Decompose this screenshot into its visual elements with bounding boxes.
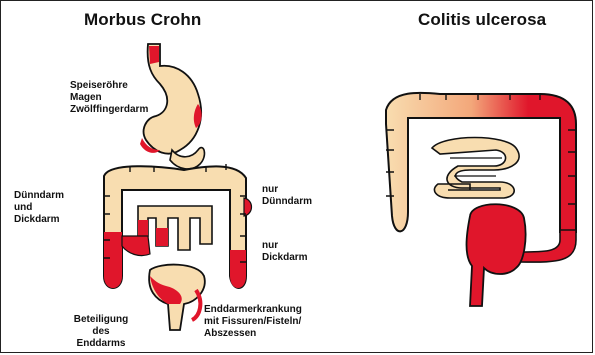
label-upper-gi-line: Magen: [70, 92, 148, 104]
label-upper-gi-line: Speiseröhre: [70, 80, 148, 92]
uc-digestive-tract: [386, 93, 576, 306]
label-only-small: nur Dünndarm: [262, 184, 312, 208]
uc-small-intestine: [432, 138, 519, 199]
crohn-colon-inflamed-right: [230, 250, 246, 288]
crohn-esophagus-inflamed: [149, 46, 159, 64]
label-rectum-involvement-line: des: [66, 326, 136, 338]
title-colitis: Colitis ulcerosa: [418, 10, 546, 30]
uc-sigmoid-inflamed: [520, 230, 576, 262]
label-only-small-line: Dünndarm: [262, 196, 312, 208]
crohn-ileum-inflamed: [122, 236, 150, 256]
label-small-and-large: Dünndarm und Dickdarm: [14, 190, 64, 226]
label-rectal-disease: Enddarmerkrankung mit Fissuren/Fisteln/ …: [204, 304, 302, 340]
uc-rectum-inflamed: [467, 204, 526, 306]
label-rectum-involvement: Beteiligung des Enddarms: [66, 314, 136, 350]
title-crohn: Morbus Crohn: [84, 10, 201, 30]
label-upper-gi-line: Zwölffingerdarm: [70, 104, 148, 116]
label-only-large-line: Dickdarm: [262, 252, 308, 264]
label-rectal-disease-line: Enddarmerkrankung: [204, 304, 302, 316]
label-small-and-large-line: und: [14, 202, 64, 214]
label-rectum-involvement-line: Beteiligung: [66, 314, 136, 326]
label-only-small-line: nur: [262, 184, 312, 196]
label-small-and-large-line: Dickdarm: [14, 214, 64, 226]
label-rectal-disease-line: mit Fissuren/Fisteln/: [204, 316, 302, 328]
label-rectum-involvement-line: Enddarms: [66, 338, 136, 350]
label-only-large-line: nur: [262, 240, 308, 252]
label-small-and-large-line: Dünndarm: [14, 190, 64, 202]
label-only-large: nur Dickdarm: [262, 240, 308, 264]
label-upper-gi: Speiseröhre Magen Zwölffingerdarm: [70, 80, 148, 116]
label-rectal-disease-line: Abszessen: [204, 328, 302, 340]
